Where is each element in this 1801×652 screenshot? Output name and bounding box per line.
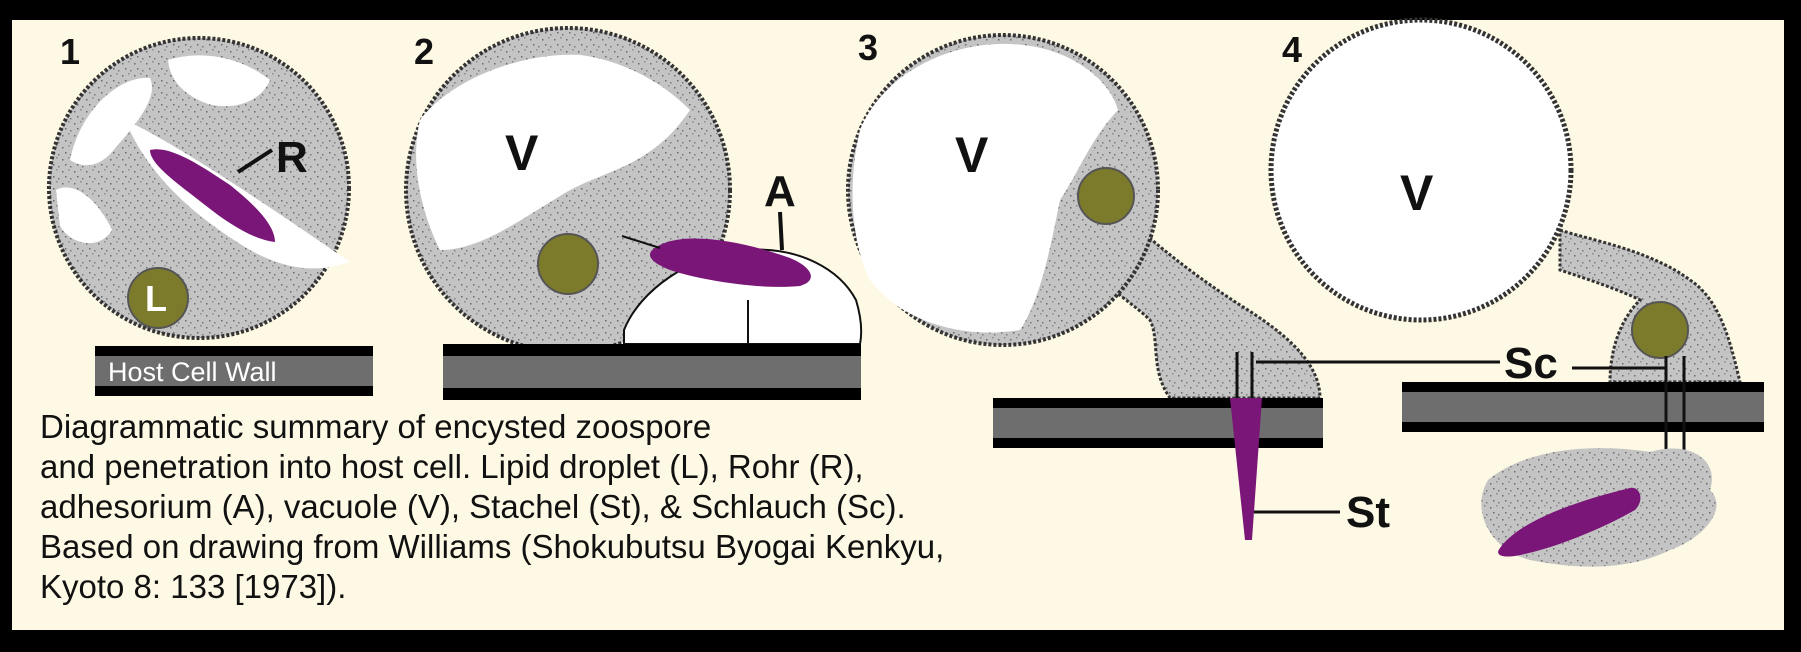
caption-line-3: adhesorium (A), vacuole (V), Stachel (St… [40,488,906,525]
label-adhesorium: A [764,167,796,216]
caption-line-1: Diagrammatic summary of encysted zoospor… [40,408,711,445]
host-cell-wall-4-inner [1402,392,1764,422]
caption-line-2: and penetration into host cell. Lipid dr… [40,448,864,485]
adhesorium-leader [780,212,782,250]
caption-line-5: Kyoto 8: 133 [1973]). [40,568,346,605]
label-lipid: L [145,278,167,319]
caption-line-4: Based on drawing from Williams (Shokubut… [40,528,944,565]
stage-number-1: 1 [60,31,80,72]
label-schlauch: Sc [1504,339,1558,388]
label-stachel: St [1346,488,1390,537]
lipid-droplet-2 [538,234,598,294]
stage-number-2: 2 [414,31,434,72]
host-cell-wall-2-inner [443,356,861,388]
lipid-droplet-3 [1078,168,1134,224]
label-vacuole-2: V [505,125,539,181]
host-cell-wall-3-inner [993,408,1323,438]
label-vacuole-4: V [1400,165,1434,221]
host-cell-wall-label: Host Cell Wall [108,357,277,387]
stage-number-4: 4 [1282,29,1302,70]
label-rohr: R [276,133,308,182]
label-vacuole-3: V [955,127,989,183]
stage-number-3: 3 [858,27,878,68]
lipid-droplet-4 [1632,302,1688,358]
